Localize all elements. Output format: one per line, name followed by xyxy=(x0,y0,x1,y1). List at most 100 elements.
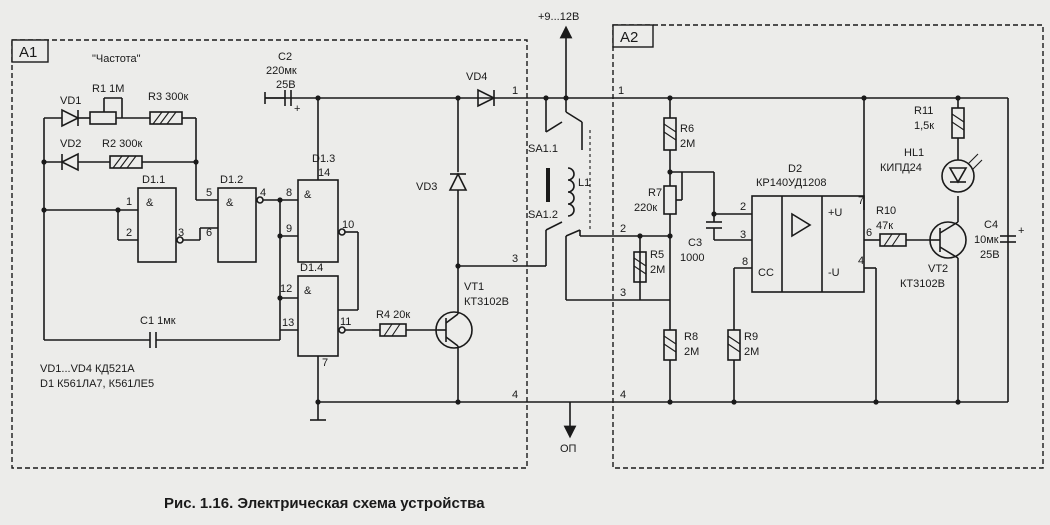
svg-text:8: 8 xyxy=(742,256,748,268)
hl1-type: КИПД24 xyxy=(880,162,922,174)
vd2-label: VD2 xyxy=(60,138,81,150)
vt2-label: VT2 xyxy=(928,263,948,275)
svg-text:1: 1 xyxy=(618,85,624,97)
note-chips: D1 К561ЛА7, К561ЛЕ5 xyxy=(40,378,154,390)
d2-pu: +U xyxy=(828,207,842,219)
r3-label: R3 300к xyxy=(148,91,188,103)
hl1-label: HL1 xyxy=(904,147,924,159)
figure-caption: Рис. 1.16. Электрическая схема устройств… xyxy=(164,495,485,512)
gate-d12 xyxy=(217,187,280,263)
r7-value: 220к xyxy=(634,202,657,214)
svg-text:2: 2 xyxy=(620,223,626,235)
svg-text:4: 4 xyxy=(620,389,626,401)
vd3-label: VD3 xyxy=(416,181,437,193)
svg-text:1: 1 xyxy=(512,85,518,97)
d13-label: D1.3 xyxy=(312,153,335,165)
d2-label: D2 xyxy=(788,163,802,175)
svg-text:1: 1 xyxy=(126,196,132,208)
a1-pin-numbers: 1 2 3 5 6 4 8 9 10 14 12 13 11 7 1 3 4 xyxy=(126,85,518,401)
svg-text:12: 12 xyxy=(280,283,292,295)
switch-sa1 xyxy=(530,95,640,301)
r10-value: 47к xyxy=(876,220,893,232)
r2-label: R2 300к xyxy=(102,138,142,150)
capacitor-c2: + xyxy=(264,90,300,115)
resistor-r9 xyxy=(727,267,752,405)
a2-pin-numbers: 1 2 3 4 2 3 8 6 7 4 xyxy=(618,85,872,401)
block-a2-frame: A2 xyxy=(612,24,1044,469)
svg-text:6: 6 xyxy=(866,227,872,239)
r4-label: R4 20к xyxy=(376,309,410,321)
vd1-label: VD1 xyxy=(60,95,81,107)
d13-symbol: & xyxy=(304,189,312,201)
svg-text:8: 8 xyxy=(286,187,292,199)
power-plus-label: +9...12В xyxy=(538,11,579,23)
vt2-type: КТ3102В xyxy=(900,278,945,290)
power-rails xyxy=(265,25,1009,439)
d11-symbol: & xyxy=(146,197,154,209)
d14-label: D1.4 xyxy=(300,262,323,274)
r11-value: 1,5к xyxy=(914,120,934,132)
d11-label: D1.1 xyxy=(142,174,165,186)
d2-cc: CC xyxy=(758,267,774,279)
c4-voltage: 25В xyxy=(980,249,1000,261)
note-diodes: VD1...VD4 КД521А xyxy=(40,363,135,375)
r8-value: 2М xyxy=(684,346,699,358)
c3-value: 1000 xyxy=(680,252,704,264)
gate-d14 xyxy=(280,275,372,421)
potentiometer-r7 xyxy=(663,171,715,236)
svg-text:10: 10 xyxy=(342,219,354,231)
svg-text:7: 7 xyxy=(858,195,864,207)
diode-vd4 xyxy=(477,88,496,108)
svg-text:14: 14 xyxy=(318,167,330,179)
capacitor-c4: + xyxy=(1000,225,1024,243)
resistor-r5 xyxy=(633,233,673,330)
c2-value: 220мк xyxy=(266,65,297,77)
svg-text:11: 11 xyxy=(340,316,351,328)
r7-label: R7 xyxy=(648,187,662,199)
block-a1-frame: A1 xyxy=(11,39,528,469)
input-network xyxy=(41,97,199,340)
c2-voltage: 25В xyxy=(276,79,296,91)
r6-value: 2М xyxy=(680,138,695,150)
svg-text:+: + xyxy=(294,103,300,115)
c4-label: C4 xyxy=(984,219,998,231)
r10-label: R10 xyxy=(876,205,896,217)
r5-label: R5 xyxy=(650,249,664,261)
c3-label: C3 xyxy=(688,237,702,249)
svg-text:3: 3 xyxy=(620,287,626,299)
transistor-vt2 xyxy=(929,196,967,405)
power-minus-label: ОП xyxy=(560,443,577,455)
svg-text:4: 4 xyxy=(260,187,266,199)
r6-label: R6 xyxy=(680,123,694,135)
svg-text:2: 2 xyxy=(126,227,132,239)
resistor-r11 xyxy=(951,95,965,160)
svg-text:13: 13 xyxy=(282,317,294,329)
sa11-label: SA1.1 xyxy=(528,143,558,155)
r5-value: 2М xyxy=(650,264,665,276)
d2-mu: -U xyxy=(828,267,840,279)
capacitor-c1 xyxy=(44,330,281,348)
svg-text:7: 7 xyxy=(322,357,328,369)
diode-vd3 xyxy=(448,95,530,269)
transistor-vt1 xyxy=(435,266,473,405)
gate-d13 xyxy=(277,95,359,330)
svg-text:5: 5 xyxy=(206,187,212,199)
svg-text:6: 6 xyxy=(206,227,212,239)
opamp-d2 xyxy=(751,95,879,405)
r9-value: 2М xyxy=(744,346,759,358)
gate-d11 xyxy=(44,187,218,263)
c1-label: C1 1мк xyxy=(140,315,176,327)
svg-text:4: 4 xyxy=(858,255,864,267)
c2-label: C2 xyxy=(278,51,292,63)
led-hl1 xyxy=(941,153,983,193)
d14-symbol: & xyxy=(304,285,312,297)
capacitor-c3 xyxy=(706,211,752,241)
block-a2-label: A2 xyxy=(620,29,638,46)
block-a1-label: A1 xyxy=(19,44,37,61)
r9-label: R9 xyxy=(744,331,758,343)
d12-symbol: & xyxy=(226,197,234,209)
resistor-r6 xyxy=(663,95,677,175)
vt1-type: КТ3102В xyxy=(464,296,509,308)
resistor-r4 xyxy=(372,323,438,337)
